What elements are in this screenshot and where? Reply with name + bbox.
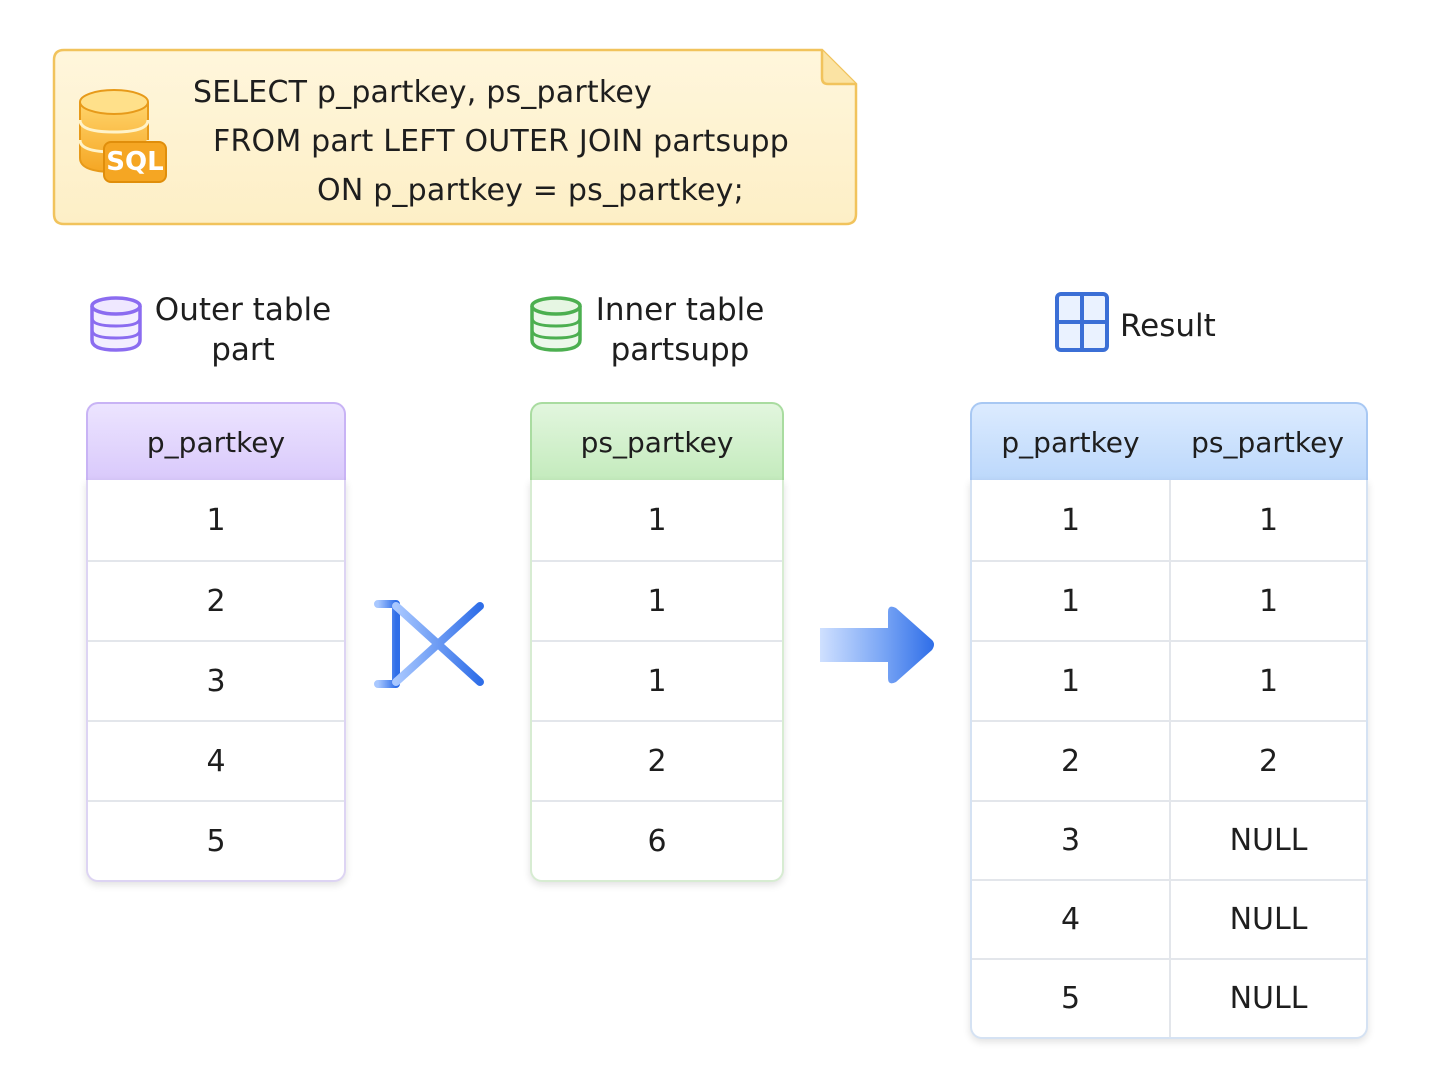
inner-table-title: Inner table partsupp	[585, 290, 775, 370]
table-row: 3 NULL	[972, 800, 1366, 879]
outer-table-body: 1 2 3 4 5	[86, 480, 346, 882]
sql-badge-text: SQL	[106, 147, 163, 177]
table-row: 5	[88, 800, 344, 880]
table-cell: 1	[1169, 480, 1366, 560]
table-cell: 3	[1060, 823, 1081, 858]
table-cell: 1	[1060, 583, 1081, 619]
outer-column-header: p_partkey	[86, 402, 346, 480]
table-row: 1	[532, 640, 782, 720]
sql-line-from: FROM part LEFT OUTER JOIN partsupp	[213, 124, 790, 159]
table-cell: NULL	[1169, 881, 1366, 958]
table-cell: 2	[1169, 722, 1366, 800]
result-header: p_partkey ps_partkey	[970, 402, 1368, 480]
inner-title-line2: partsupp	[610, 332, 750, 368]
result-column-header: p_partkey	[1001, 425, 1140, 459]
outer-title-line2: part	[211, 332, 275, 368]
table-row: 2	[532, 720, 782, 800]
sql-line-on: ON p_partkey = ps_partkey;	[317, 173, 744, 208]
table-cell: 1	[1060, 663, 1081, 699]
result-column-header: ps_partkey	[1191, 425, 1344, 459]
table-row: 1	[206, 502, 226, 538]
table-cell: 1	[1169, 562, 1366, 640]
outer-table-title: Outer table part	[148, 290, 338, 370]
table-cell: 2	[1060, 743, 1081, 779]
outer-database-icon	[90, 296, 142, 352]
table-row: 1	[532, 560, 782, 640]
table-row: 3	[88, 640, 344, 720]
result-title: Result	[1120, 308, 1216, 344]
sql-query-note: SQL SELECT p_partkey, ps_partkey FROM pa…	[52, 48, 858, 226]
table-row: 6	[532, 800, 782, 880]
table-cell: NULL	[1169, 802, 1366, 879]
sql-database-icon: SQL	[78, 89, 167, 183]
table-cell: NULL	[1169, 960, 1366, 1037]
note-background	[52, 48, 858, 226]
table-cell: 5	[1060, 981, 1081, 1016]
table-row: 4 NULL	[972, 879, 1366, 958]
inner-table-body: 1 1 1 2 6	[530, 480, 784, 882]
sql-line-select: SELECT p_partkey, ps_partkey	[193, 75, 652, 110]
table-cell: 1	[1060, 502, 1081, 538]
table-cell: 4	[1060, 902, 1081, 937]
table-row: 5 NULL	[972, 958, 1366, 1037]
outer-title-line1: Outer table	[154, 292, 332, 328]
left-outer-join-icon	[374, 600, 484, 688]
inner-database-icon	[530, 296, 582, 352]
table-grid-icon	[1055, 292, 1109, 352]
table-cell: 1	[1169, 642, 1366, 720]
inner-column-header: ps_partkey	[530, 402, 784, 480]
table-row: 4	[88, 720, 344, 800]
table-row: 2	[88, 560, 344, 640]
table-row: 1	[647, 502, 667, 538]
arrow-right-icon	[820, 606, 934, 684]
inner-title-line1: Inner table	[595, 292, 765, 328]
